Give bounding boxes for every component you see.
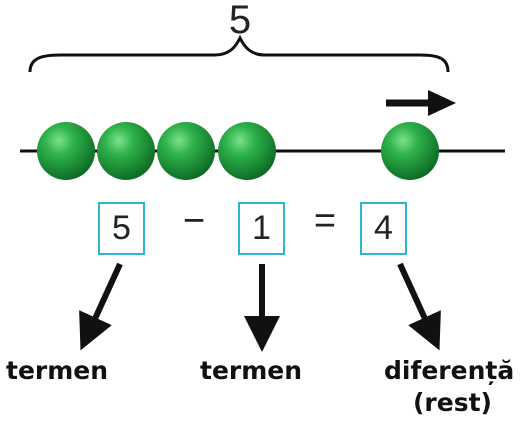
- subtrahend-label: termen: [200, 356, 303, 385]
- minuend-label: termen: [6, 356, 109, 385]
- bead: [218, 122, 276, 180]
- remaining-beads: [37, 122, 276, 180]
- difference-label: diferență: [384, 356, 515, 385]
- bead: [97, 122, 155, 180]
- total-number: 5: [228, 0, 252, 42]
- bead: [37, 122, 95, 180]
- difference-box: 4: [360, 202, 407, 255]
- minus-sign: −: [182, 200, 206, 242]
- bead: [157, 122, 215, 180]
- equals-sign: =: [313, 200, 337, 242]
- total-brace: [28, 34, 450, 73]
- arrow-right-icon: [386, 90, 456, 116]
- difference-pointer-arrow: [397, 262, 441, 351]
- minuend-box: 5: [98, 202, 145, 255]
- minuend-pointer-arrow: [79, 262, 123, 351]
- removed-bead: [381, 122, 439, 180]
- difference-label-rest: (rest): [413, 388, 492, 417]
- subtrahend-box: 1: [238, 202, 285, 255]
